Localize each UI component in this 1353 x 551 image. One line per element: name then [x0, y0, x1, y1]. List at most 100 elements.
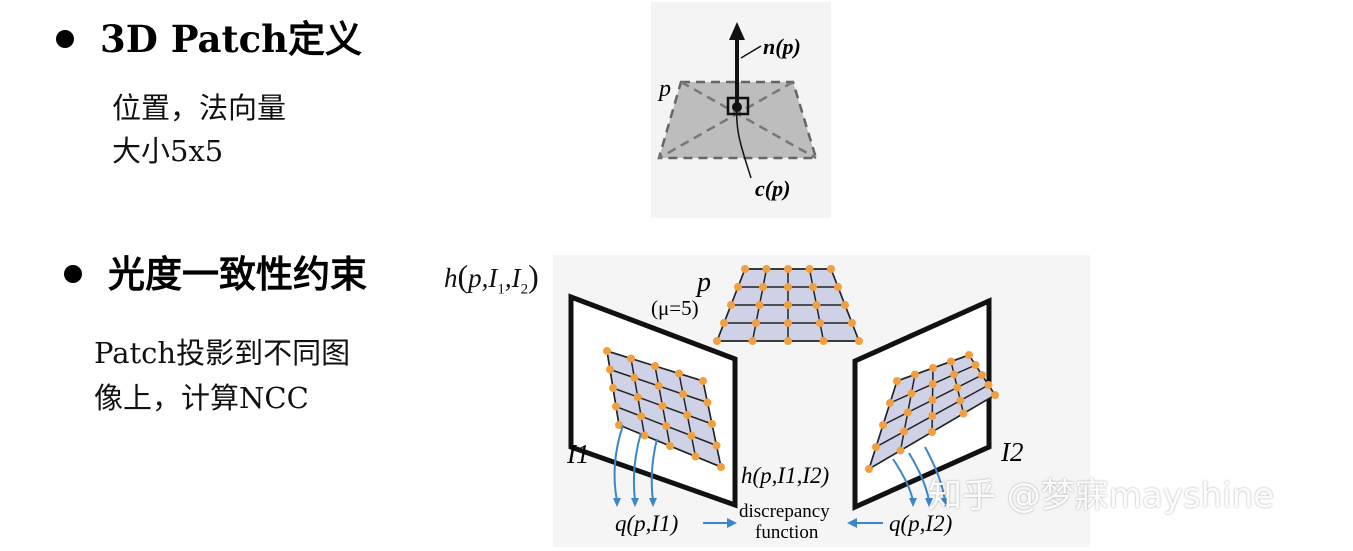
patch-grid-image1-point — [603, 347, 611, 355]
patch-grid-image2 — [865, 351, 999, 473]
patch-grid-3d-point — [727, 301, 735, 309]
patch-grid-image1-point — [703, 398, 712, 407]
patch-grid-image2-point — [991, 391, 999, 399]
projection-arrow-left-2-head — [631, 498, 639, 507]
patch-grid-3d-point — [834, 283, 842, 291]
projection-arrow-right-1-head — [909, 498, 917, 507]
patch-diagonal-2 — [658, 80, 794, 160]
center-pointer-curve — [735, 106, 752, 179]
patch-grid-image1-point — [687, 431, 696, 440]
patch-grid-image2-point — [911, 370, 919, 379]
patch-grid-image1-point — [662, 422, 671, 430]
function-label: function — [755, 522, 819, 543]
patch-grid-3d-point — [809, 283, 817, 291]
watermark: 知乎 @梦寐mayshine — [928, 476, 1275, 516]
patch-grid-3d-point — [762, 265, 771, 273]
patch-grid-image2-point — [865, 465, 873, 473]
image1-label: I1 — [566, 439, 590, 469]
formula-i2: I — [511, 263, 521, 293]
patch-grid-image2-point — [928, 380, 937, 388]
section2-line-1: Patch投影到不同图 — [94, 336, 351, 370]
patch-grid-3d-point — [827, 265, 835, 273]
patch-diagonal-1 — [680, 80, 817, 160]
patch-grid-image1-point — [699, 377, 707, 385]
patch-grid-image1-point — [637, 412, 646, 421]
patch-grid-3d-point — [734, 283, 742, 291]
q1-label: q(p,I1) — [615, 511, 678, 536]
patch-grid-3d-point — [748, 337, 757, 345]
projection-arrow-left-1 — [613, 424, 624, 502]
patch-grid-3d-point — [812, 301, 821, 309]
photoconsistency-formula: h(p,I1,I2) — [444, 258, 539, 298]
projection-arrow-left-1-head — [613, 498, 621, 507]
patch-grid-image1-point — [606, 365, 614, 374]
patch-grid-3d-point — [848, 319, 856, 327]
patch-grid-image2-point — [903, 408, 912, 417]
projection-arrow-left-2 — [632, 432, 642, 502]
arrowhead-q2 — [847, 518, 857, 528]
patch-grid-image2-point — [907, 389, 916, 398]
patch-grid-3d-point — [819, 337, 828, 345]
patch-grid-image1-point — [612, 402, 620, 411]
patch-grid-image2-point — [928, 396, 937, 404]
patch-grid-3d-point — [720, 319, 728, 327]
section1-line-2: 大小5x5 — [112, 134, 224, 168]
patch-grid-image1-point — [691, 452, 700, 461]
patch-grid-image1-point — [609, 384, 617, 392]
patch-grid-image2-point — [886, 399, 894, 407]
patch-grid-image2-point — [978, 371, 986, 379]
patch-grid-image2-point — [947, 357, 955, 366]
formula-fn: h — [444, 263, 458, 293]
bullet-1 — [56, 30, 74, 48]
patch-grid-image1-point — [679, 390, 688, 399]
section2-line-2: 像上，计算NCC — [94, 381, 309, 415]
patch-grid-image1-point — [630, 373, 639, 382]
patch-grid-3d-point — [805, 265, 814, 273]
center-label: c(p) — [755, 176, 790, 201]
projection-arrow-right-2-head — [925, 498, 933, 507]
patch-grid-image2-point — [959, 409, 968, 418]
patch-grid-image2-point — [928, 428, 936, 436]
patch-grid-3d-point — [841, 301, 849, 309]
patch-grid-3d-point — [713, 337, 721, 345]
section1-line-1: 位置，法向量 — [112, 91, 287, 125]
patch-grid-image2-point — [928, 412, 937, 420]
patch-grid-3d-point — [784, 265, 792, 273]
mu-label: (μ=5) — [651, 296, 699, 320]
formula-i2-sub: 2 — [520, 281, 529, 298]
patch-grid-image1-point — [717, 463, 725, 471]
projection-arrow-right-3 — [924, 446, 946, 502]
patch-grid-image1-point — [627, 354, 635, 363]
patch-grid-3d-point — [741, 265, 749, 273]
patch-grid-image2-point — [896, 446, 905, 455]
projection-figure: p (μ=5) I1 I2 h(p,I1,I2) q(p,I1) q(p,I2)… — [553, 255, 1090, 547]
patch-grid-3d-point — [855, 337, 863, 345]
patch-grid-3d-point — [784, 283, 792, 291]
patch-grid-image2-point — [900, 427, 909, 436]
patch-grid-image1-point — [615, 421, 623, 429]
formula-p: p — [468, 263, 482, 293]
patch-label: p — [657, 76, 671, 102]
projection-arrow-right-3-head — [941, 498, 949, 507]
patch-grid-image1-point — [633, 393, 642, 401]
patch-grid-image2-point — [950, 370, 959, 379]
patch-grid-image2-point — [965, 351, 973, 359]
image2-label: I2 — [1000, 437, 1024, 467]
formula-i1-sub: 1 — [497, 281, 505, 298]
patch-grid-image1-point — [712, 441, 721, 450]
patch-grid-3d-point — [752, 319, 760, 327]
arrowhead-q1 — [727, 518, 737, 528]
patch-grid-3d-point — [759, 283, 767, 291]
patch-grid-3d — [713, 265, 863, 345]
patch-p-label: p — [695, 267, 711, 298]
patch-grid-image2-point — [929, 364, 937, 372]
patch-grid-3d-point — [816, 319, 824, 327]
patch-grid-image2-point — [956, 396, 965, 405]
patch-grid-image1-point — [675, 369, 683, 378]
normal-label: n(p) — [763, 34, 801, 59]
projection-arrow-left-3-head — [649, 498, 657, 507]
patch-normal-figure: n(p) p c(p) — [651, 2, 831, 218]
projection-svg: p (μ=5) I1 I2 h(p,I1,I2) q(p,I1) q(p,I2)… — [566, 265, 1024, 543]
projection-arrow-left-3 — [650, 438, 658, 502]
patch-grid-image1-point — [666, 442, 674, 450]
